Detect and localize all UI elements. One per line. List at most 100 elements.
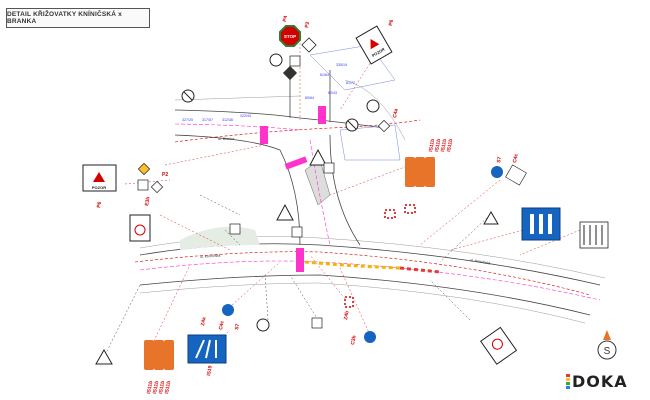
- round-sign-top: [269, 53, 283, 67]
- square-sign-left: [137, 179, 149, 191]
- barrier-board-2: [404, 204, 416, 214]
- mandatory-sign-bottom: [222, 304, 234, 316]
- work-zone-line-2: [134, 251, 591, 296]
- barrier-board-1: [384, 209, 396, 219]
- sign-code-c4c-bottom: C4c: [218, 320, 226, 330]
- parcel-number: 317/57: [202, 118, 213, 122]
- round-sign-upper: [366, 99, 380, 113]
- crosswalk-north: [318, 106, 326, 124]
- pozor-sign-top-right: POZOR: [355, 25, 393, 65]
- logo-bar-yellow: [566, 378, 570, 381]
- square-sign-mid: [291, 226, 303, 238]
- square-sign-bottom: [311, 317, 323, 329]
- building-block: [309, 44, 396, 91]
- crosswalk-branka: [260, 126, 268, 144]
- sign-code-p4: P4: [282, 15, 289, 22]
- sign-code-z4b: Z4b: [343, 311, 350, 321]
- sign-code-p2: P2: [304, 21, 311, 28]
- side-road-west: [174, 95, 301, 101]
- pozor-label: POZOR: [92, 185, 106, 190]
- lane-info-board-right: [521, 207, 561, 241]
- construction-marking: [304, 260, 441, 274]
- upper-road: [344, 79, 406, 141]
- arrow-stack-codes: IS11b IS11b IS11b IS11b: [428, 138, 454, 152]
- branka-south-edge: [174, 134, 281, 151]
- parcel-number: 327/25: [182, 118, 193, 122]
- warning-triangle-bottom-left: [95, 348, 113, 365]
- logo-bar-blue: [566, 386, 570, 389]
- north-arrow-letter: S: [604, 346, 611, 357]
- left-stack-codes: IS11b IS11b IS11b IS11b: [146, 380, 172, 394]
- stop-sign: STOP: [279, 25, 301, 47]
- sign-code-p2-right: C4a: [392, 108, 400, 118]
- parcel-number: 81/72: [346, 81, 355, 85]
- sign-code-z4a: Z4a: [200, 317, 207, 327]
- svg-text:IS11b: IS11b: [428, 138, 436, 152]
- black-leaders: [104, 194, 491, 356]
- logo-bars: [566, 374, 570, 389]
- junction-arm-right: [329, 134, 361, 246]
- building-block-2: [339, 124, 401, 161]
- crosswalk-junction: [284, 156, 308, 170]
- barrier-board-bottom: [344, 296, 354, 308]
- chevron-sign-right: [505, 164, 527, 186]
- sign-code-is19: IS19: [206, 365, 214, 376]
- svg-text:IS11b: IS11b: [152, 380, 160, 394]
- sign-code-p2-left: P2: [162, 172, 168, 178]
- pozor-sign-small: [129, 214, 151, 242]
- parcel-numbers: 327/25 317/57 312/36 322/44 335/19 81/64…: [182, 63, 355, 122]
- fence-sign-right: [579, 221, 609, 249]
- sign-code-s7-bottom: S7: [234, 323, 241, 330]
- svg-text:IS11b: IS11b: [434, 138, 442, 152]
- logo-bar-red: [566, 374, 570, 377]
- green-area: [180, 226, 260, 250]
- logo-text: DOKA: [572, 372, 628, 391]
- svg-text:IS11b: IS11b: [158, 380, 166, 394]
- warning-triangle-center: [309, 148, 327, 166]
- diamond-sign-right: [377, 119, 391, 133]
- diamond-sign-left: [150, 180, 164, 194]
- mandatory-sign-right: [491, 166, 503, 178]
- sign-code-p6-left: P6: [96, 201, 103, 208]
- arrow-boards-right: [405, 157, 435, 187]
- road-network: [139, 44, 606, 324]
- kninicska-sidewalk-south: [139, 282, 586, 324]
- round-sign-bottom: [256, 318, 270, 332]
- parcel-number: 80/64: [305, 96, 314, 100]
- svg-text:IS11b: IS11b: [164, 380, 172, 394]
- svg-text:IS11b: IS11b: [440, 138, 448, 152]
- diamond-sign-top: [301, 37, 317, 53]
- parcel-number: 335/19: [336, 63, 347, 67]
- square-sign-top: [289, 55, 301, 67]
- drawing-title: DETAIL KŘIŽOVATKY KNÍNIČSKÁ x BRANKA: [6, 8, 150, 28]
- work-zone: [134, 119, 591, 296]
- sign-code-e3b: E3b: [144, 196, 152, 206]
- sign-code-c3b: C3b: [350, 335, 358, 345]
- work-zone-line-1: [174, 119, 421, 143]
- parcel-number: 80/43: [328, 91, 337, 95]
- parcel-number: 322/44: [240, 114, 251, 118]
- crosswalk-kninicska: [296, 248, 304, 272]
- square-sign-junction: [323, 162, 335, 174]
- kninicska-south-edge: [139, 274, 591, 316]
- logo-bar-green: [566, 382, 570, 385]
- stop-label: STOP: [284, 34, 296, 39]
- sign-code-s7-right: S7: [496, 156, 503, 163]
- dark-square-sign-top: [282, 65, 298, 81]
- mandatory-sign-c3b: [364, 331, 376, 343]
- doka-logo: DOKA: [566, 372, 628, 391]
- parcel-number: 312/36: [222, 118, 233, 122]
- branka-lane-divider: [174, 123, 301, 131]
- pozor-sign-left: POZOR: [82, 164, 117, 192]
- parcel-number: 81/64: [320, 73, 329, 77]
- warning-triangle-right: [483, 211, 499, 225]
- street-label-branka: ul. Branka: [218, 137, 234, 141]
- arrow-boards-left: [144, 340, 174, 370]
- sign-code-p6-top: P6: [388, 19, 395, 26]
- north-arrow: S: [596, 330, 618, 360]
- diamond-sign-p2: [137, 162, 151, 176]
- crosswalks: [260, 106, 326, 272]
- pozor-label: POZOR: [371, 47, 386, 58]
- leader-lines: [124, 35, 581, 351]
